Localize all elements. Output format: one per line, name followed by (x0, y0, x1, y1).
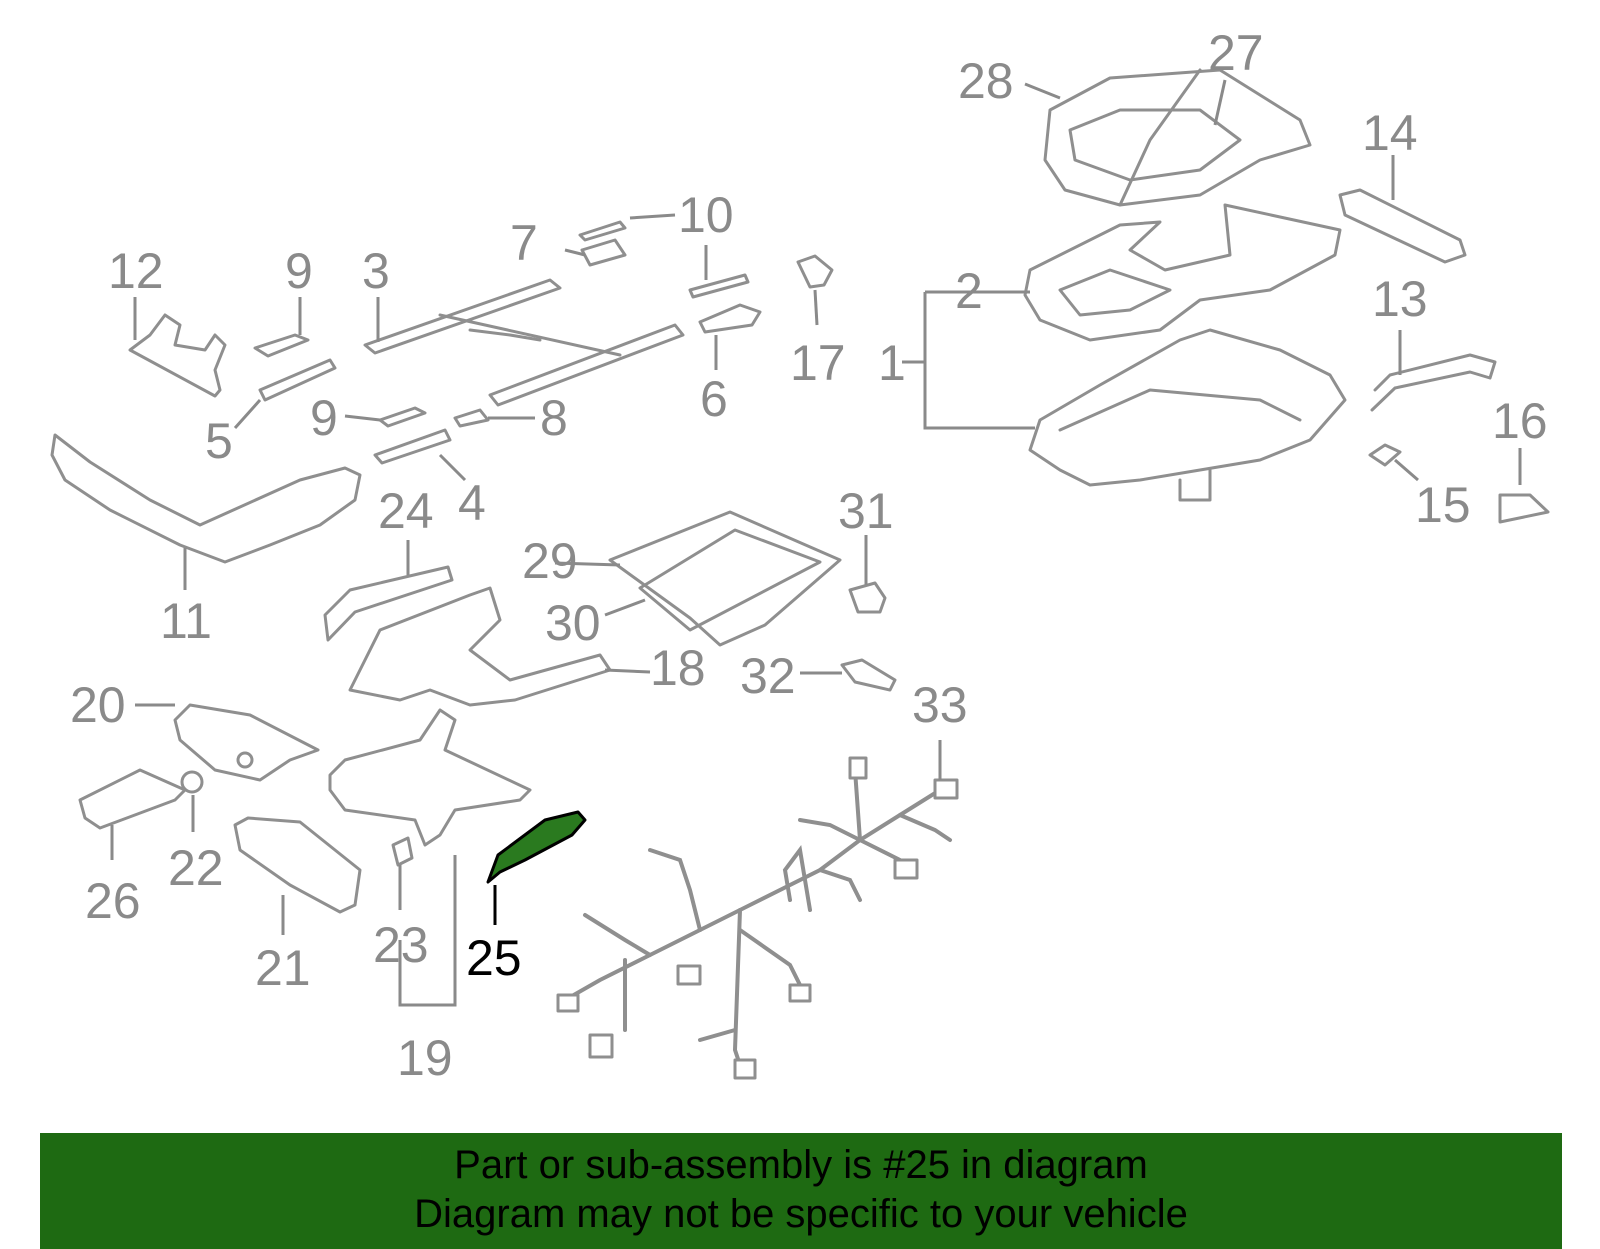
callout-6[interactable]: 6 (700, 371, 728, 427)
callout-25[interactable]: 25 (466, 930, 522, 986)
part-32-bracket[interactable] (840, 658, 897, 692)
harness-connector (733, 1058, 757, 1080)
callout-30[interactable]: 30 (545, 595, 601, 651)
part-6-end-cap[interactable] (698, 303, 762, 334)
part-11-side-trim[interactable] (50, 433, 362, 564)
part-21-pocket[interactable] (233, 816, 362, 914)
part-20-cover[interactable] (173, 703, 320, 782)
harness-connector (848, 756, 868, 780)
banner-line-1: Part or sub-assembly is #25 in diagram (454, 1143, 1148, 1187)
part-27-28-seat-cushion[interactable] (1043, 68, 1312, 207)
part-20-hole (236, 751, 254, 769)
harness-connector (788, 983, 812, 1003)
part-12-bracket[interactable] (128, 313, 227, 398)
part-23-clip[interactable] (391, 836, 414, 867)
callout-5[interactable]: 5 (205, 413, 233, 469)
part-10-strip-upper[interactable] (578, 220, 627, 242)
part-29-mat-frame[interactable] (608, 510, 842, 647)
harness-connector (933, 778, 959, 800)
callout-32[interactable]: 32 (740, 648, 796, 704)
callout-14[interactable]: 14 (1362, 105, 1418, 161)
callout-10-upper[interactable]: 10 (678, 187, 734, 243)
harness-connector (676, 964, 702, 986)
harness-connector (588, 1033, 614, 1059)
callout-1[interactable]: 1 (878, 335, 906, 391)
info-banner: Part or sub-assembly is #25 in diagram D… (40, 1133, 1562, 1249)
harness-connector (556, 993, 580, 1013)
callout-20[interactable]: 20 (70, 677, 126, 733)
part-9-pad-lower[interactable] (378, 406, 427, 428)
callout-12[interactable]: 12 (108, 243, 164, 299)
part-8-pad[interactable] (453, 408, 490, 428)
callout-28[interactable]: 28 (958, 53, 1014, 109)
callout-18[interactable]: 18 (650, 640, 706, 696)
callout-9-upper[interactable]: 9 (285, 243, 313, 299)
part-1-seat-frame[interactable] (1028, 328, 1347, 502)
callout-19[interactable]: 19 (397, 1030, 453, 1086)
callout-33[interactable]: 33 (912, 677, 968, 733)
part-10-strip-lower[interactable] (688, 273, 750, 299)
callout-23[interactable]: 23 (373, 917, 429, 973)
callout-11[interactable]: 11 (160, 593, 212, 649)
part-16-cap[interactable] (1498, 493, 1550, 524)
callout-16[interactable]: 16 (1492, 393, 1548, 449)
part-33-wiring-harness[interactable] (556, 756, 959, 1080)
part-5-rail-end[interactable] (258, 358, 337, 402)
callout-4[interactable]: 4 (458, 475, 486, 531)
part-13-rod[interactable] (1370, 353, 1497, 412)
leader-lines (110, 79, 1522, 1007)
part-17-knob[interactable] (796, 254, 834, 289)
callout-3[interactable]: 3 (362, 243, 390, 299)
callout-26[interactable]: 26 (85, 873, 141, 929)
callout-9-lower[interactable]: 9 (310, 390, 338, 446)
harness-connector (893, 858, 919, 880)
part-9-pad-upper[interactable] (253, 333, 310, 358)
callout-17[interactable]: 17 (790, 335, 846, 391)
callout-31[interactable]: 31 (838, 483, 894, 539)
part-14-bracket[interactable] (1338, 188, 1467, 264)
callout-15[interactable]: 15 (1415, 477, 1471, 533)
part-3-rails[interactable] (363, 278, 685, 407)
callout-29[interactable]: 29 (522, 533, 578, 589)
part-22-ring[interactable] (180, 770, 204, 794)
part-7-cover[interactable] (580, 238, 627, 267)
part-26-tray[interactable] (78, 768, 187, 830)
part-31-connector[interactable] (848, 581, 887, 614)
part-15-clip[interactable] (1368, 443, 1402, 467)
callout-labels: 28 27 14 2 1 13 16 15 17 12 9 3 7 10 6 9… (70, 25, 1548, 1086)
callout-22[interactable]: 22 (168, 840, 224, 896)
callout-27[interactable]: 27 (1208, 25, 1264, 81)
callout-2[interactable]: 2 (955, 263, 983, 319)
part-25-highlighted[interactable] (486, 810, 587, 884)
part-24-grille[interactable] (323, 565, 454, 642)
part-4-rail-end[interactable] (373, 428, 452, 465)
part-2-cushion-pan[interactable] (1023, 203, 1342, 342)
callout-13[interactable]: 13 (1372, 271, 1428, 327)
part-30-mat[interactable] (638, 528, 822, 632)
callout-21[interactable]: 21 (255, 940, 311, 996)
callout-24[interactable]: 24 (378, 483, 434, 539)
part-18-frame[interactable] (328, 586, 612, 847)
callout-8[interactable]: 8 (540, 390, 568, 446)
banner-line-2: Diagram may not be specific to your vehi… (414, 1192, 1188, 1236)
callout-7[interactable]: 7 (510, 215, 538, 271)
